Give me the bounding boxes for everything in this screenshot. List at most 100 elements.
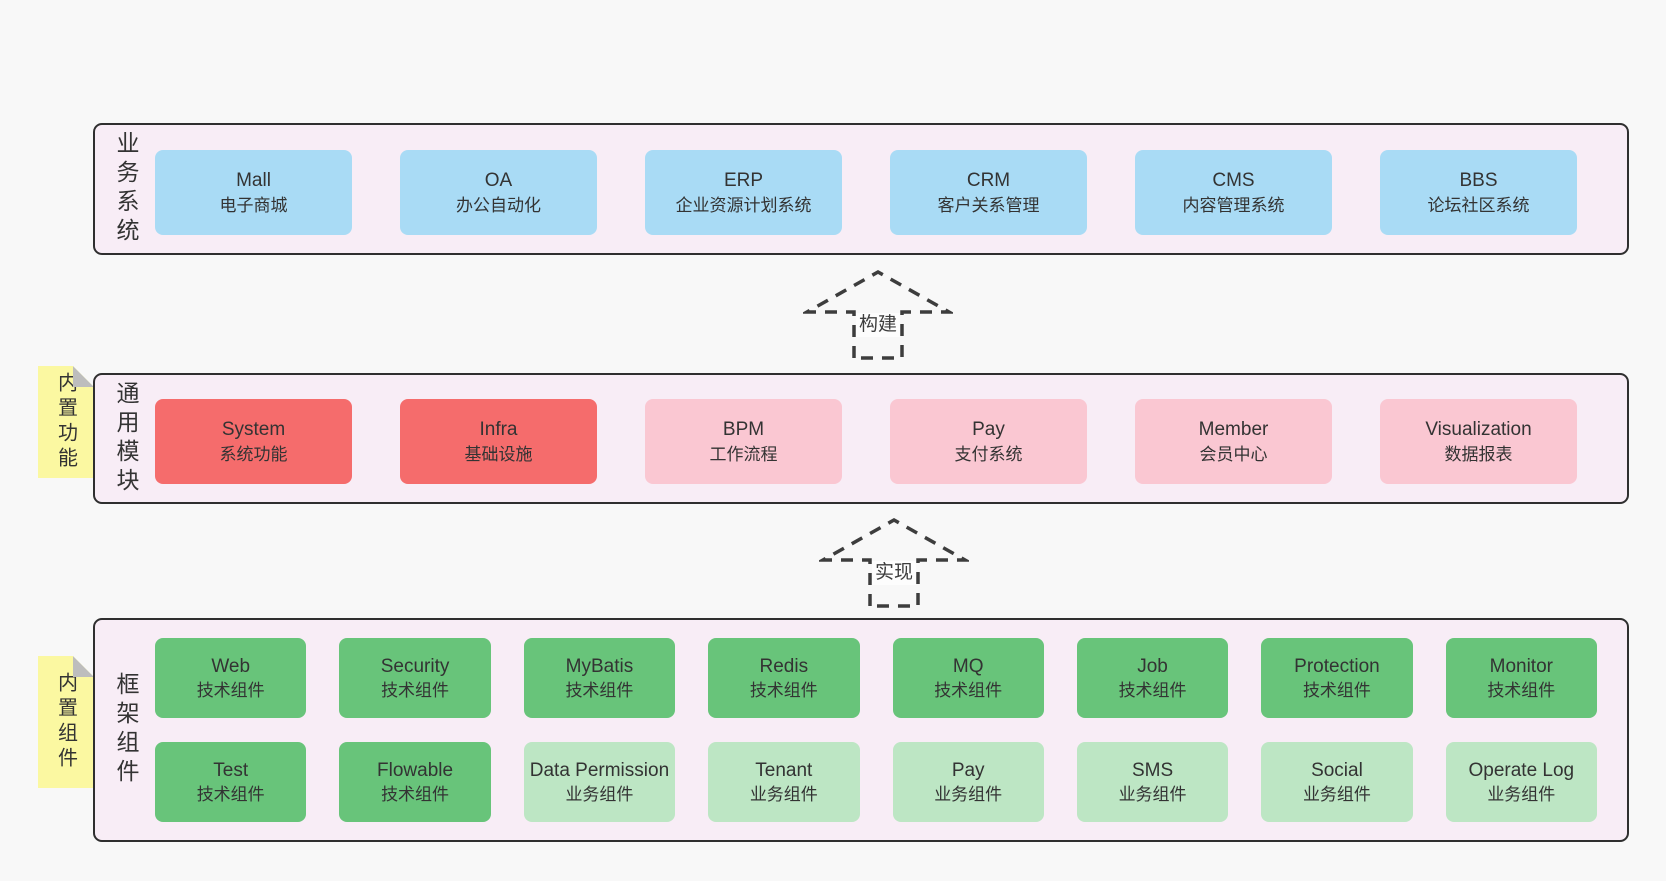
box-title: Visualization	[1425, 419, 1532, 441]
box-title: Protection	[1294, 655, 1380, 677]
box-title: ERP	[723, 170, 764, 192]
box-tenant: Tenant 业务组件	[708, 742, 860, 822]
box-title: System	[221, 419, 286, 441]
box-bbs: BBS 论坛社区系统	[1380, 150, 1577, 235]
box-visualization: Visualization 数据报表	[1380, 399, 1577, 484]
box-title: CMS	[1212, 170, 1255, 192]
box-title: Monitor	[1489, 655, 1553, 677]
box-subtitle: 办公自动化	[456, 195, 541, 215]
box-subtitle: 业务组件	[1118, 785, 1187, 805]
box-subtitle: 技术组件	[565, 681, 634, 701]
box-security: Security 技术组件	[339, 638, 491, 718]
box-bpm: BPM 工作流程	[645, 399, 842, 484]
box-title: BPM	[722, 419, 765, 441]
box-title: MQ	[952, 655, 984, 677]
layer-side-label: 框架组件	[95, 620, 157, 840]
box-subtitle: 技术组件	[196, 785, 265, 805]
box-title: Social	[1311, 759, 1363, 781]
box-mybatis: MyBatis 技术组件	[523, 638, 676, 718]
box-subtitle: 技术组件	[1487, 681, 1556, 701]
box-mall: Mall 电子商城	[155, 150, 352, 235]
box-cms: CMS 内容管理系统	[1135, 150, 1332, 235]
sticky-tab-built-in-components: 内置组件	[38, 656, 94, 788]
box-subtitle: 业务组件	[749, 785, 818, 805]
layer-side-label-text: 框架组件	[113, 672, 139, 788]
box-subtitle: 工作流程	[709, 444, 778, 464]
implement-arrow-label: 实现	[871, 561, 917, 585]
layer-framework-components: 框架组件 Web 技术组件 Security 技术组件 MyBatis 技术组件 Redis…	[93, 618, 1629, 842]
layer-business-systems: 业务系统 Mall 电子商城 OA 办公自动化 ERP 企业资源计划系统 CRM 客户关系管理…	[93, 123, 1629, 255]
box-title: Security	[380, 655, 450, 677]
box-subtitle: 数据报表	[1444, 444, 1513, 464]
box-title: CRM	[966, 170, 1011, 192]
build-arrow: 构建	[803, 269, 953, 361]
box-subtitle: 技术组件	[381, 681, 450, 701]
box-subtitle: 技术组件	[1118, 681, 1187, 701]
box-title: MyBatis	[565, 655, 634, 677]
dashed-up-arrow-icon	[803, 269, 953, 360]
box-subtitle: 技术组件	[381, 785, 450, 805]
box-subtitle: 业务组件	[565, 785, 634, 805]
box-test: Test 技术组件	[155, 742, 307, 822]
box-title: Infra	[479, 419, 518, 441]
box-job: Job 技术组件	[1076, 638, 1229, 718]
box-title: Tenant	[755, 759, 813, 781]
box-operate-log: Operate Log 业务组件	[1445, 742, 1597, 822]
box-mq: MQ 技术组件	[892, 638, 1044, 718]
sticky-tab-label: 内置组件	[54, 672, 77, 772]
box-title: Pay	[972, 419, 1005, 441]
box-protection: Protection 技术组件	[1261, 638, 1413, 718]
box-crm: CRM 客户关系管理	[890, 150, 1087, 235]
box-title: Web	[211, 655, 251, 677]
box-title: Flowable	[377, 759, 454, 781]
layer-side-label: 通用模块	[95, 375, 157, 502]
build-arrow-label: 构建	[855, 313, 901, 337]
box-data-permission: Data Permission 业务组件	[523, 742, 676, 822]
box-subtitle: 业务组件	[1302, 785, 1371, 805]
box-subtitle: 企业资源计划系统	[675, 195, 812, 215]
box-title: BBS	[1459, 170, 1498, 192]
box-subtitle: 电子商城	[219, 195, 288, 215]
box-title: Mall	[236, 170, 271, 192]
box-title: Operate Log	[1468, 759, 1575, 781]
box-flowable: Flowable 技术组件	[339, 742, 491, 822]
box-oa: OA 办公自动化	[400, 150, 597, 235]
box-subtitle: 内容管理系统	[1182, 195, 1285, 215]
business-box-row: Mall 电子商城 OA 办公自动化 ERP 企业资源计划系统 CRM 客户关系管理 CMS 内容…	[155, 150, 1577, 235]
box-title: Redis	[759, 655, 809, 677]
layer-side-label-text: 通用模块	[113, 380, 139, 497]
box-subtitle: 技术组件	[196, 681, 265, 701]
box-erp: ERP 企业资源计划系统	[645, 150, 842, 235]
box-pay: Pay 支付系统	[890, 399, 1087, 484]
box-subtitle: 客户关系管理	[937, 195, 1040, 215]
box-subtitle: 会员中心	[1199, 444, 1268, 464]
box-web: Web 技术组件	[155, 638, 307, 718]
dashed-up-arrow-icon	[819, 517, 969, 608]
box-title: OA	[484, 170, 513, 192]
box-subtitle: 业务组件	[1487, 785, 1556, 805]
box-subtitle: 论坛社区系统	[1427, 195, 1530, 215]
box-subtitle: 业务组件	[934, 785, 1003, 805]
box-social: Social 业务组件	[1261, 742, 1413, 822]
box-title: Data Permission	[529, 759, 670, 781]
box-subtitle: 技术组件	[934, 681, 1003, 701]
box-title: Job	[1137, 655, 1168, 677]
implement-arrow: 实现	[819, 517, 969, 609]
box-subtitle: 支付系统	[954, 444, 1023, 464]
layer-side-label: 业务系统	[95, 125, 157, 253]
sticky-tab-built-in-features: 内置功能	[38, 366, 94, 478]
box-title: Test	[213, 759, 249, 781]
box-subtitle: 技术组件	[1302, 681, 1371, 701]
